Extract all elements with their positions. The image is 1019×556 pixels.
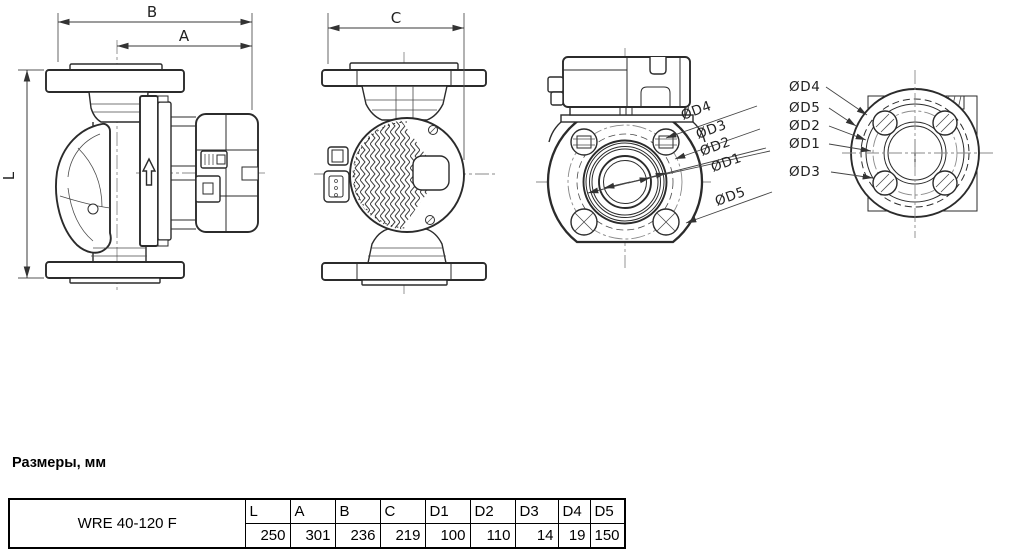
chevron-hatch — [352, 120, 440, 230]
table-header-row: WRE 40-120 F L A B C D1 D2 D3 D4 D5 — [8, 498, 626, 549]
value-c: 219 — [379, 523, 426, 549]
dim-label-b: B — [147, 3, 157, 21]
nameplate-window — [412, 155, 450, 191]
view-flange-top: ØD4 ØD5 ØD2 ØD1 ØD3 — [789, 70, 993, 238]
dim-label-l: L — [0, 171, 18, 180]
value-d4: 19 — [557, 523, 591, 549]
bolt-hole — [872, 110, 898, 136]
value-l: 250 — [244, 523, 291, 549]
col-header-c: C — [379, 498, 426, 524]
bolt-hole — [570, 208, 598, 236]
model-cell: WRE 40-120 F — [8, 498, 246, 549]
dim-label-c: C — [391, 9, 401, 27]
col-header-a: A — [289, 498, 336, 524]
value-d3: 14 — [514, 523, 559, 549]
connector-plug — [195, 175, 221, 203]
dim-label-a: A — [179, 27, 190, 45]
table-value-row: 250 301 236 219 100 110 14 19 150 — [9, 523, 626, 549]
col-header-b: B — [334, 498, 381, 524]
dia-label-d3: ØD3 — [789, 164, 820, 180]
view-rotated-side: C — [314, 9, 496, 294]
bolt-hole — [570, 128, 598, 156]
col-header-d2: D2 — [469, 498, 516, 524]
col-header-l: L — [244, 498, 291, 524]
value-d5: 150 — [589, 523, 626, 549]
bolt-hole — [872, 170, 898, 196]
view-front: ØD4 ØD3 ØD2 ØD1 ØD5 — [536, 48, 773, 268]
drain-plug — [87, 203, 99, 215]
value-d2: 110 — [469, 523, 516, 549]
bolt-hole — [932, 110, 958, 136]
col-header-d1: D1 — [424, 498, 471, 524]
dia-label-d5: ØD5 — [713, 184, 748, 210]
dimensions-caption: Размеры, мм — [12, 455, 107, 471]
dia-label-d5: ØD5 — [789, 100, 820, 116]
dimensions-table: WRE 40-120 F L A B C D1 D2 D3 D4 D5 250 … — [8, 498, 626, 549]
value-d1: 100 — [424, 523, 471, 549]
value-b: 236 — [334, 523, 381, 549]
bolt-hole — [652, 208, 680, 236]
view-side: B A L — [0, 3, 268, 292]
col-header-d4: D4 — [557, 498, 591, 524]
bolt-hole — [652, 128, 680, 156]
flow-direction-arrow-icon — [141, 157, 157, 186]
value-a: 301 — [289, 523, 336, 549]
dia-label-d2: ØD2 — [789, 118, 820, 134]
col-header-d5: D5 — [589, 498, 626, 524]
bolt-hole — [932, 170, 958, 196]
dia-label-d1: ØD1 — [789, 136, 820, 152]
col-header-d3: D3 — [514, 498, 559, 524]
dia-label-d4: ØD4 — [789, 79, 820, 95]
